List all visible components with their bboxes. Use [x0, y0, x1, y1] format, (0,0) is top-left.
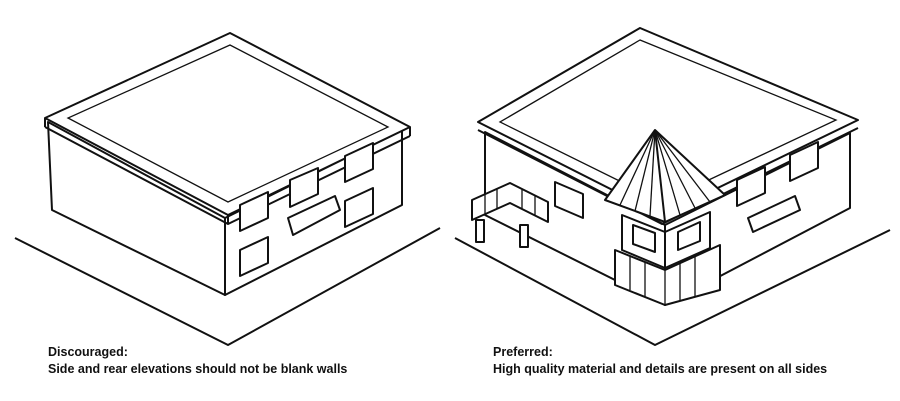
- awning: [287, 195, 341, 236]
- roof-parapet-inner: [66, 44, 390, 203]
- discouraged-building: [14, 32, 441, 346]
- windows-left: [239, 142, 374, 277]
- discouraged-description: Side and rear elevations should not be b…: [48, 362, 348, 376]
- ground-line-left: [14, 227, 441, 346]
- ground-line-right: [454, 229, 891, 346]
- discouraged-heading: Discouraged:: [48, 345, 128, 359]
- preferred-heading: Preferred:: [493, 345, 553, 359]
- discouraged-caption: Discouraged: Side and rear elevations sh…: [48, 344, 347, 378]
- preferred-caption: Preferred: High quality material and det…: [493, 344, 827, 378]
- awning-right: [747, 195, 801, 233]
- windows-right: [554, 141, 819, 233]
- preferred-description: High quality material and details are pr…: [493, 362, 828, 376]
- striped-canopy: [471, 182, 549, 248]
- turret-bay: [604, 129, 726, 306]
- preferred-building: [454, 27, 891, 346]
